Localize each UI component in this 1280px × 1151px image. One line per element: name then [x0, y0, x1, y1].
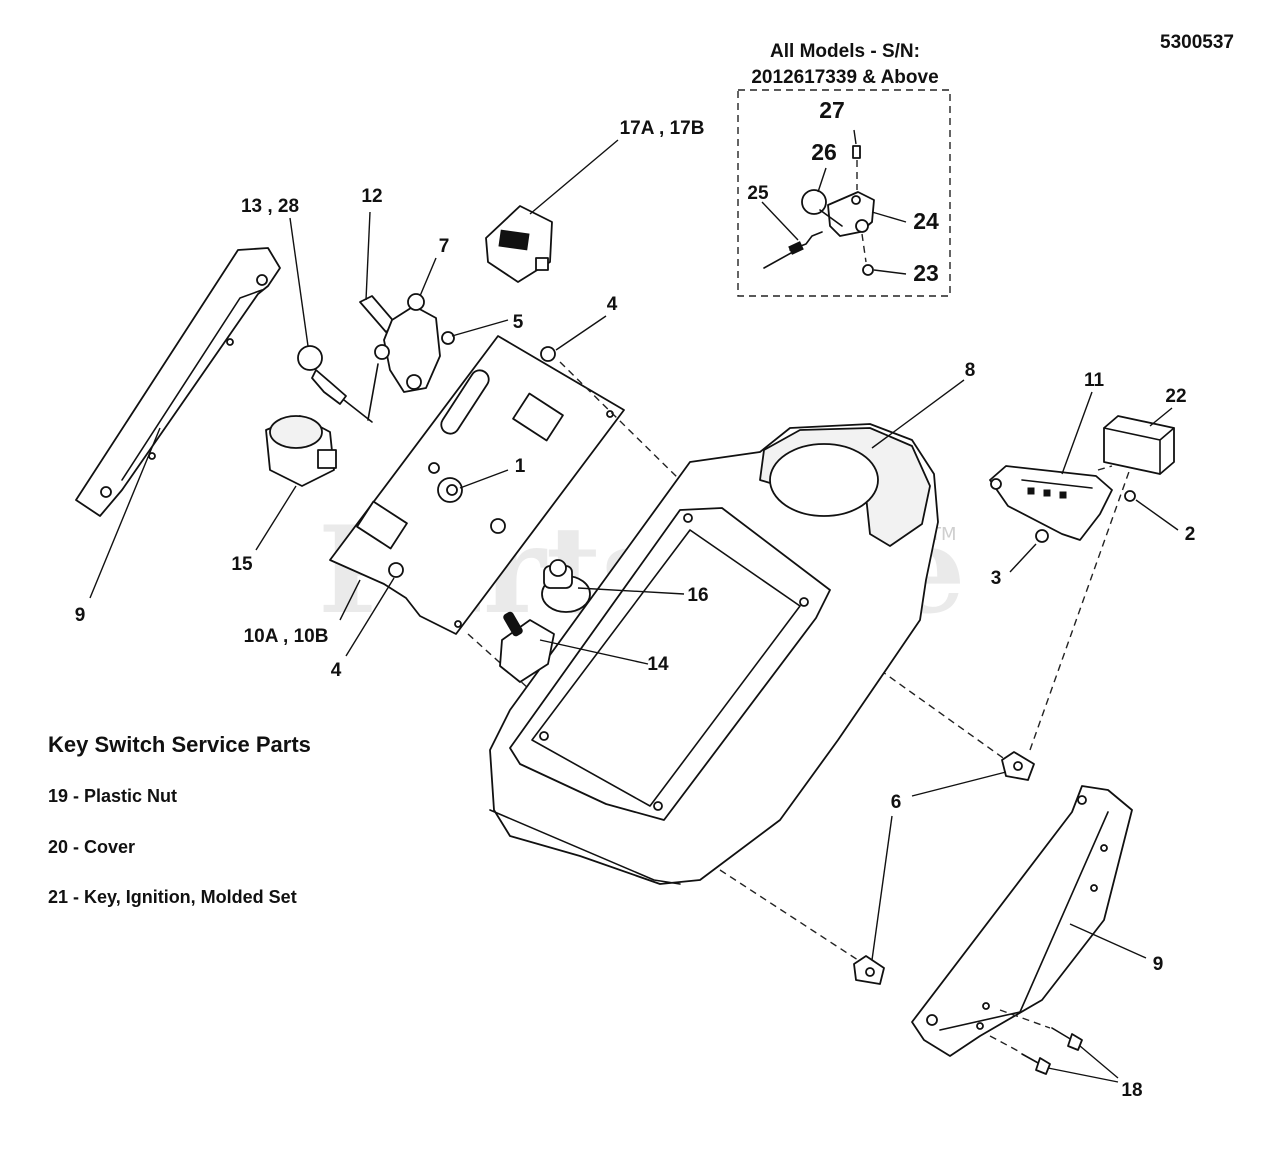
- choke-knob-13: [289, 217, 373, 423]
- hour-meter-17: [485, 139, 619, 283]
- callout-7: 7: [439, 236, 450, 257]
- key-switch-15: [255, 415, 337, 551]
- inset-callout-27: 27: [819, 97, 845, 123]
- inset-box: All Models - S/N: 2012617339 & Above 27 …: [737, 41, 951, 297]
- callout-9-right: 9: [1153, 954, 1164, 975]
- inset-title-line1: All Models - S/N:: [770, 41, 920, 62]
- callout-2: 2: [1185, 524, 1196, 545]
- callout-11: 11: [1084, 370, 1105, 391]
- screw-27-shape: [852, 145, 861, 159]
- inset-callout-26: 26: [811, 139, 837, 165]
- callout-9-left: 9: [75, 605, 86, 626]
- service-parts-title: Key Switch Service Parts: [48, 732, 311, 757]
- inset-callout-23: 23: [913, 260, 939, 286]
- panel-plate-10: [329, 335, 625, 635]
- inset-callout-25: 25: [747, 183, 769, 204]
- connector-22: [1103, 415, 1175, 475]
- switch-16: [541, 559, 685, 613]
- switch-14: [499, 611, 649, 683]
- module-11: [989, 391, 1175, 541]
- bolts-18: [989, 1009, 1119, 1083]
- callout-4-lower: 4: [331, 660, 342, 681]
- inset-border: [737, 89, 951, 297]
- inset-title-line2: 2012617339 & Above: [751, 67, 938, 88]
- nut-23-shape: [862, 264, 874, 276]
- callout-18: 18: [1121, 1080, 1142, 1101]
- callout-10: 10A , 10B: [244, 626, 329, 647]
- fasteners-2-3: [1009, 490, 1179, 573]
- console-8: [489, 379, 965, 885]
- callout-15: 15: [231, 554, 253, 575]
- grommet-4: [345, 315, 607, 657]
- document-number: 5300537: [1160, 32, 1234, 53]
- callout-1: 1: [515, 456, 526, 477]
- inset-callout-24: 24: [913, 208, 939, 234]
- callout-labels: 17A , 17B 13 , 28 12 7 5 4 8 11 22 2 3 1…: [75, 118, 1196, 1101]
- callout-5: 5: [513, 312, 524, 333]
- callout-22: 22: [1165, 386, 1186, 407]
- service-part-item: 19 - Plastic Nut: [48, 786, 178, 806]
- callout-16: 16: [687, 585, 708, 606]
- callout-3: 3: [991, 568, 1002, 589]
- throttle-lever-12: [359, 211, 509, 421]
- service-part-item: 21 - Key, Ignition, Molded Set: [48, 887, 297, 907]
- callout-4-upper: 4: [607, 294, 618, 315]
- callout-12: 12: [361, 186, 382, 207]
- bracket-9-left: [75, 247, 281, 599]
- clip-6: [853, 751, 1035, 985]
- callout-14: 14: [647, 654, 669, 675]
- callout-13: 13 , 28: [241, 196, 299, 217]
- callout-6: 6: [891, 792, 902, 813]
- callout-17: 17A , 17B: [620, 118, 705, 139]
- callout-8: 8: [965, 360, 976, 381]
- service-part-item: 20 - Cover: [48, 837, 136, 857]
- knob-26-shape: [801, 189, 827, 215]
- bracket-9-right: [911, 785, 1147, 1057]
